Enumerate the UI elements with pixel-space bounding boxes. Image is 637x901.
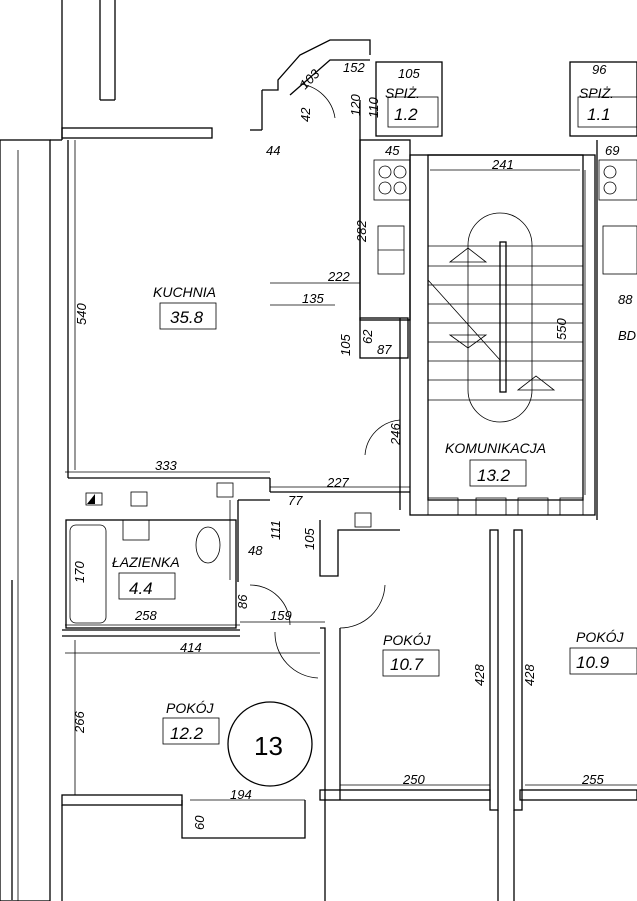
dim-label: 42 (298, 107, 313, 122)
unit-number: 13 (254, 731, 283, 761)
dim-label: 540 (74, 303, 89, 325)
partial-label: BD (618, 328, 636, 343)
room-name-spiz-2: SPIŻ. (579, 85, 614, 101)
dim-label: 152 (343, 60, 365, 75)
dim-label: 69 (605, 143, 619, 158)
room-labels: KUCHNIA 35.8 SPIŻ. 1.2 SPIŻ. 1.1 KOMUNIK… (112, 85, 637, 787)
dim-label: 159 (270, 608, 292, 623)
dim-label: 266 (72, 711, 87, 734)
dim-label: 105 (302, 528, 317, 550)
room-area-pokoj-1: 10.7 (390, 655, 424, 674)
dim-label: 135 (302, 291, 324, 306)
room-area-komunikacja: 13.2 (477, 466, 511, 485)
dim-label: 170 (72, 561, 87, 583)
dim-label: 428 (522, 664, 537, 686)
room-name-lazienka: ŁAZIENKA (112, 554, 180, 570)
room-area-pokoj-3: 12.2 (170, 724, 204, 743)
room-area-kuchnia: 35.8 (170, 308, 204, 327)
dimension-lines (65, 140, 637, 801)
dim-label: 258 (134, 608, 157, 623)
unit-number-circle (227, 701, 313, 787)
dim-label: 194 (230, 787, 252, 802)
dim-label: 88 (618, 292, 633, 307)
dim-label: 62 (360, 329, 375, 344)
dim-label: 227 (326, 475, 349, 490)
room-area-lazienka: 4.4 (129, 579, 153, 598)
room-area-spiz-1: 1.2 (394, 105, 418, 124)
dim-label: 282 (354, 220, 369, 243)
room-name-pokoj-2: POKÓJ (576, 629, 624, 645)
dim-label: 250 (402, 772, 425, 787)
dim-label: 255 (581, 772, 604, 787)
dim-label: 241 (491, 157, 514, 172)
dim-label: 45 (385, 143, 400, 158)
dim-label: 414 (180, 640, 202, 655)
dim-label: 77 (288, 493, 303, 508)
room-name-pokoj-3: POKÓJ (166, 700, 214, 716)
dim-label: 110 (366, 97, 381, 118)
dim-label: 105 (398, 66, 420, 81)
room-area-spiz-2: 1.1 (587, 105, 611, 124)
room-name-kuchnia: KUCHNIA (153, 284, 216, 300)
dim-label: 60 (192, 815, 207, 830)
room-area-pokoj-2: 10.9 (576, 653, 610, 672)
dim-label: 86 (235, 594, 250, 609)
room-name-komunikacja: KOMUNIKACJA (445, 440, 546, 456)
dim-label: 44 (266, 143, 280, 158)
dim-label: 120 (348, 94, 363, 116)
dim-label: 246 (388, 423, 403, 446)
dim-label: 48 (248, 543, 263, 558)
dim-label: 333 (155, 458, 177, 473)
dimension-labels: 152 103 105 110 120 42 44 96 45 241 69 2… (72, 60, 636, 830)
dim-label: 96 (592, 62, 607, 77)
dim-label: 222 (327, 269, 350, 284)
dim-label: 111 (268, 520, 283, 540)
dim-label: 550 (554, 318, 569, 340)
dim-label: 105 (338, 334, 353, 356)
dim-label: 87 (377, 342, 392, 357)
dim-label: 428 (472, 664, 487, 686)
room-name-pokoj-1: POKÓJ (383, 632, 431, 648)
room-name-spiz-1: SPIŻ. (385, 85, 420, 101)
